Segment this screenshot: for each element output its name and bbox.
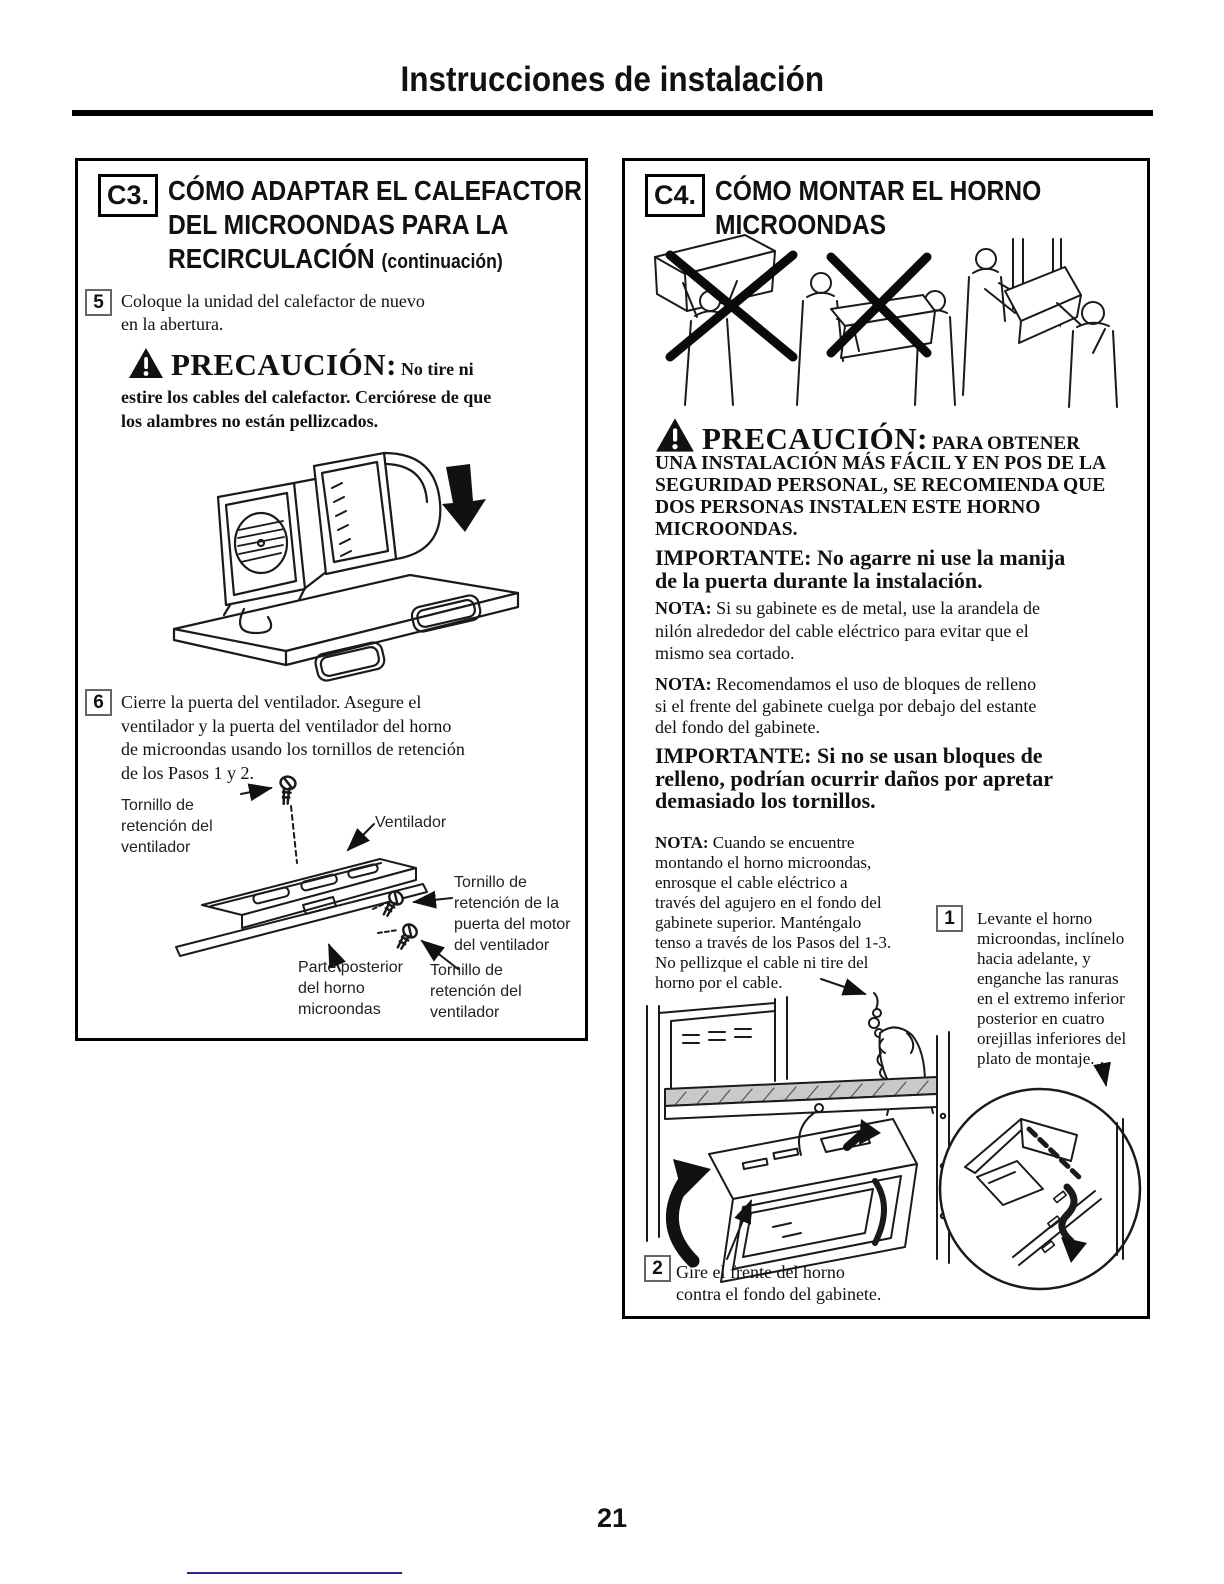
c4-important-1: IMPORTANTE: No agarre ni use la manija d…	[655, 545, 1066, 593]
c4-caution-heading: PRECAUCIÓN: PARA OBTENER	[655, 417, 1080, 458]
screw-icon	[396, 923, 418, 950]
warning-triangle-icon	[655, 417, 695, 458]
label-fan-screw-bottom: Tornillo de retención del ventilador	[430, 962, 522, 1021]
step-6-text: Cierre la puerta del ventilador. Asegure…	[121, 692, 465, 783]
label-oven-back: Parte posterior del horno microondas	[298, 959, 403, 1018]
label-fan-screw-top: Tornillo de retención del ventilador	[121, 797, 213, 856]
heater-unit-illustration	[172, 451, 520, 682]
down-arrow-icon	[442, 464, 486, 532]
section-label-c3: C3.	[98, 174, 159, 217]
step-1-number: 1	[936, 905, 963, 932]
page-number: 21	[596, 1503, 628, 1533]
c3-header: C3. CÓMO ADAPTAR EL CALEFACTOR DEL MICRO…	[98, 174, 638, 279]
c4-header: C4. CÓMO MONTAR EL HORNO MICROONDAS	[645, 174, 1086, 242]
c3-caution-text: estire los cables del calefactor. Cerció…	[121, 387, 492, 431]
mounting-illustration	[646, 978, 1142, 1291]
c3-caution-heading: PRECAUCIÓN: No tire ni	[128, 347, 474, 384]
screw-icon	[382, 890, 404, 917]
label-motor-door-screw: Tornillo de retención de la puerta del m…	[454, 874, 571, 954]
step-6-number: 6	[85, 689, 112, 716]
c4-nota-2: NOTA: Recomendamos el uso de bloques de …	[655, 674, 1037, 737]
c4-illustrations	[646, 234, 1142, 1291]
c4-nota-3: NOTA: Cuando se encuentre montando el ho…	[655, 833, 892, 992]
c4-nota-1: NOTA: Si su gabinete es de metal, use la…	[655, 598, 1041, 663]
c4-important-2: IMPORTANTE: Si no se usan bloques de rel…	[655, 743, 1054, 813]
section-label-c4: C4.	[645, 174, 706, 217]
section-c4: C4. CÓMO MONTAR EL HORNO MICROONDAS PREC…	[622, 158, 1150, 1319]
bottom-blue-line	[187, 1572, 402, 1574]
title-rule	[72, 110, 1153, 116]
screw-icon	[279, 775, 297, 806]
step-2-number: 2	[644, 1255, 671, 1282]
step-2-text: Gire el frente del horno contra el fondo…	[676, 1262, 882, 1304]
c4-caution-text: UNA INSTALACIÓN MÁS FÁCIL Y EN POS DE LA…	[655, 453, 1107, 540]
step-5-text: Coloque la unidad del calefactor de nuev…	[121, 291, 425, 334]
c4-title: CÓMO MONTAR EL HORNO MICROONDAS	[715, 175, 1042, 240]
step-5-number: 5	[85, 289, 112, 316]
section-c3: C3. CÓMO ADAPTAR EL CALEFACTOR DEL MICRO…	[75, 158, 588, 1041]
c3-title: CÓMO ADAPTAR EL CALEFACTOR DEL MICROONDA…	[168, 175, 582, 274]
fan-retainer-diagram	[175, 775, 459, 972]
step-1-text: Levante el horno microondas, inclínelo h…	[977, 909, 1127, 1068]
page-title: Instrucciones de instalación	[400, 60, 824, 99]
carrying-warning-illustration	[654, 234, 1118, 408]
warning-triangle-icon	[128, 347, 164, 384]
c3-illustrations	[172, 451, 520, 972]
label-fan: Ventilador	[375, 814, 447, 831]
